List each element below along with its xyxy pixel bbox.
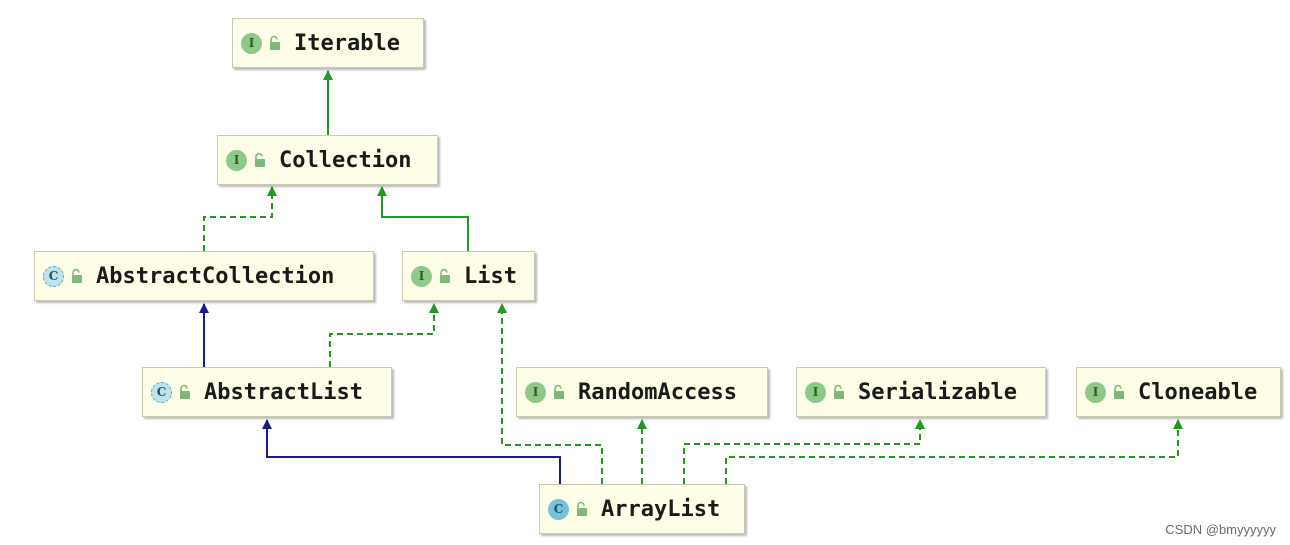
abstract-class-badge-icon: C [151,381,172,403]
unlocked-padlock-icon [270,35,280,50]
edge-arraylist-to-serializable [683,419,925,484]
node-label: AbstractCollection [96,263,335,289]
interface-badge-icon: I [525,381,546,403]
node-iterable[interactable]: I Iterable [232,18,424,68]
unlocked-padlock-icon [1114,384,1124,399]
edge-arraylist-to-cloneable [725,419,1183,484]
abstract-class-badge-icon: C [43,265,64,287]
node-label: RandomAccess [578,379,737,405]
node-label: List [464,263,517,289]
interface-badge-icon: I [241,32,262,54]
unlocked-padlock-icon [72,268,82,283]
edge-abstractlist-to-list [329,303,439,367]
node-label: Cloneable [1138,379,1258,405]
node-randomaccess[interactable]: I RandomAccess [516,367,768,417]
watermark: CSDN @bmyyyyyy [1165,522,1276,537]
interface-badge-icon: I [1085,381,1106,403]
edge-abstractcollection-to-collection [203,186,277,251]
unlocked-padlock-icon [440,268,450,283]
edge-list-to-collection [377,186,469,251]
unlocked-padlock-icon [554,384,564,399]
edge-arraylist-to-abstractlist [262,419,561,484]
node-arraylist[interactable]: C ArrayList [539,484,745,534]
unlocked-padlock-icon [834,384,844,399]
node-label: Iterable [294,30,400,56]
node-label: Serializable [858,379,1017,405]
node-serializable[interactable]: I Serializable [796,367,1046,417]
node-cloneable[interactable]: I Cloneable [1076,367,1281,417]
node-abstractcollection[interactable]: C AbstractCollection [34,251,374,301]
interface-badge-icon: I [226,149,247,171]
interface-badge-icon: I [805,381,826,403]
node-collection[interactable]: I Collection [217,135,438,185]
unlocked-padlock-icon [180,384,190,399]
unlocked-padlock-icon [577,501,587,516]
node-label: ArrayList [601,496,721,522]
node-label: AbstractList [204,379,363,405]
node-label: Collection [279,147,412,173]
unlocked-padlock-icon [255,152,265,167]
node-abstractlist[interactable]: C AbstractList [142,367,392,417]
interface-badge-icon: I [411,265,432,287]
class-badge-icon: C [548,498,569,520]
node-list[interactable]: I List [402,251,535,301]
